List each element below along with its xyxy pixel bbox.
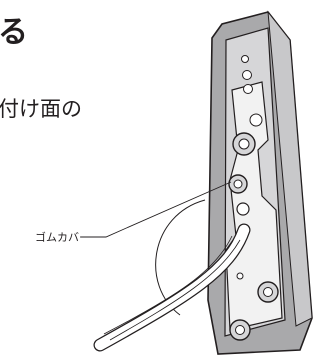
top-hole-3: [243, 84, 253, 94]
top-hole-1: [241, 55, 249, 63]
middle-hole: [236, 202, 250, 216]
lower-small-hole: [236, 272, 244, 280]
top-hole-2: [242, 70, 252, 80]
callout-leader-line: [86, 181, 232, 238]
body-text-fragment: 付け面の: [0, 97, 82, 121]
housing-side-face: [267, 10, 313, 327]
callout-label-rubber-cover: ゴムカバー: [35, 231, 90, 244]
upper-boss-right: [249, 113, 263, 127]
heading-fragment: る: [0, 15, 28, 50]
